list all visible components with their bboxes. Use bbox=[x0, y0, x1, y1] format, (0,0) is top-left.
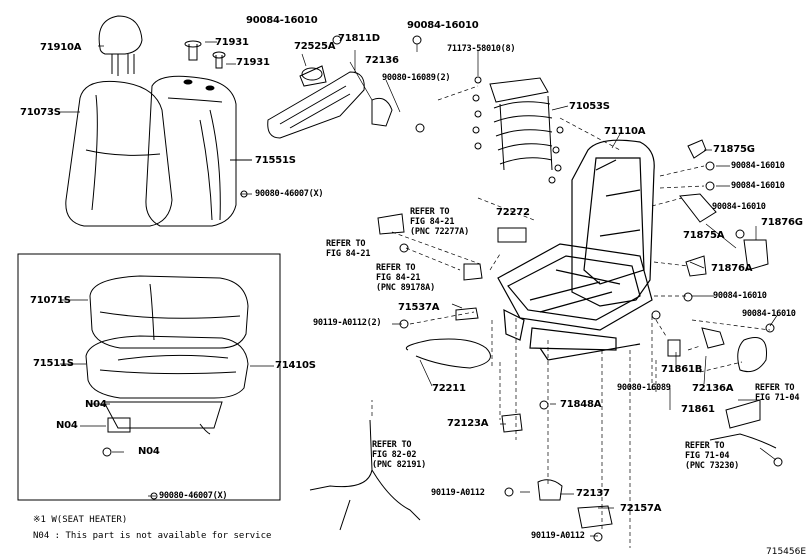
part-label: 71071S bbox=[30, 295, 71, 306]
part-label: 90084-16010 bbox=[731, 181, 785, 191]
part-label: 72525A bbox=[294, 41, 336, 52]
part-label: 90119-A0112(2) bbox=[313, 318, 382, 328]
part-label: 90119-A0112 bbox=[431, 488, 485, 498]
part-label: 71511S bbox=[33, 358, 74, 369]
part-label: 71876A bbox=[711, 263, 753, 274]
part-label: 71053S bbox=[569, 101, 610, 112]
footnote-seat-heater: ※1 W(SEAT HEATER) bbox=[33, 515, 128, 525]
refer-note: REFER TO FIG 84-21 (PNC 89178A) bbox=[376, 263, 436, 293]
part-label: 71537A bbox=[398, 302, 440, 313]
refer-note: REFER TO FIG 84-21 bbox=[326, 239, 371, 259]
part-label: 71173-58010(8) bbox=[447, 44, 516, 54]
headrest-drawing bbox=[98, 15, 143, 76]
part-label: 72211 bbox=[432, 383, 466, 394]
side-shield-drawing bbox=[267, 67, 393, 139]
part-label: 71551S bbox=[255, 155, 296, 166]
part-label: 72136 bbox=[365, 55, 399, 66]
part-label: N04 bbox=[85, 399, 107, 410]
part-label: 90084-16010 bbox=[246, 15, 318, 26]
refer-note: REFER TO FIG 71-04 bbox=[755, 383, 800, 403]
part-label: 71410S bbox=[275, 360, 316, 371]
cushion-cover-drawing bbox=[89, 275, 249, 349]
part-label: 72272 bbox=[496, 207, 530, 218]
part-label: N04 bbox=[138, 446, 160, 457]
cushion-group-box bbox=[17, 253, 281, 501]
cushion-pad-drawing bbox=[85, 335, 249, 399]
part-label: 72137 bbox=[576, 488, 610, 499]
part-label: 90084-16010 bbox=[731, 161, 785, 171]
part-label: 71861B bbox=[661, 364, 703, 375]
part-label: 90084-16010 bbox=[713, 291, 767, 301]
part-label: 90084-16010 bbox=[712, 202, 766, 212]
illustration-code: 715456E bbox=[766, 547, 807, 557]
part-label: 90084-16010 bbox=[407, 20, 479, 31]
seatback-pad-drawing bbox=[145, 75, 252, 227]
part-label: 72136A bbox=[692, 383, 734, 394]
refer-note: REFER TO FIG 82-02 (PNC 82191) bbox=[372, 440, 427, 470]
part-label: 71811D bbox=[338, 33, 380, 44]
refer-note: REFER TO FIG 84-21 (PNC 72277A) bbox=[410, 207, 470, 237]
part-label: 90080-16089 bbox=[617, 383, 671, 393]
refer-note: REFER TO FIG 71-04 (PNC 73230) bbox=[685, 441, 740, 471]
seat-heater-drawing bbox=[103, 401, 223, 435]
part-label: 90080-46007(X) bbox=[255, 189, 324, 199]
springs-drawing bbox=[472, 76, 564, 184]
part-label: 72123A bbox=[447, 418, 489, 429]
part-label: 71875G bbox=[713, 144, 755, 155]
headrest-guide-drawing bbox=[184, 40, 226, 69]
part-label: 71861 bbox=[681, 404, 715, 415]
part-label: 71875A bbox=[683, 230, 725, 241]
footnote-n04: N04 : This part is not available for ser… bbox=[33, 531, 272, 541]
small-parts-drawing bbox=[299, 65, 769, 529]
seat-frame-drawing bbox=[497, 139, 655, 361]
part-label: 71848A bbox=[560, 399, 602, 410]
part-label: 71931 bbox=[215, 37, 249, 48]
part-label: N04 bbox=[56, 420, 78, 431]
part-label: 71110A bbox=[604, 126, 646, 137]
part-label: 90119-A0112 bbox=[531, 531, 585, 541]
part-label: 71876G bbox=[761, 217, 803, 228]
part-label: 71931 bbox=[236, 57, 270, 68]
part-label: 90080-46007(X) bbox=[159, 491, 228, 501]
wires-drawing bbox=[309, 338, 777, 531]
part-label: 90084-16010 bbox=[742, 309, 796, 319]
bolts-drawing bbox=[102, 35, 783, 542]
part-label: 71073S bbox=[20, 107, 61, 118]
part-label: 72157A bbox=[620, 503, 662, 514]
part-label: 71910A bbox=[40, 42, 82, 53]
seatback-cover-drawing bbox=[65, 80, 173, 227]
dashed-lines bbox=[371, 85, 771, 548]
part-label: 90080-16089(2) bbox=[382, 73, 451, 83]
leader-lines bbox=[60, 41, 779, 537]
